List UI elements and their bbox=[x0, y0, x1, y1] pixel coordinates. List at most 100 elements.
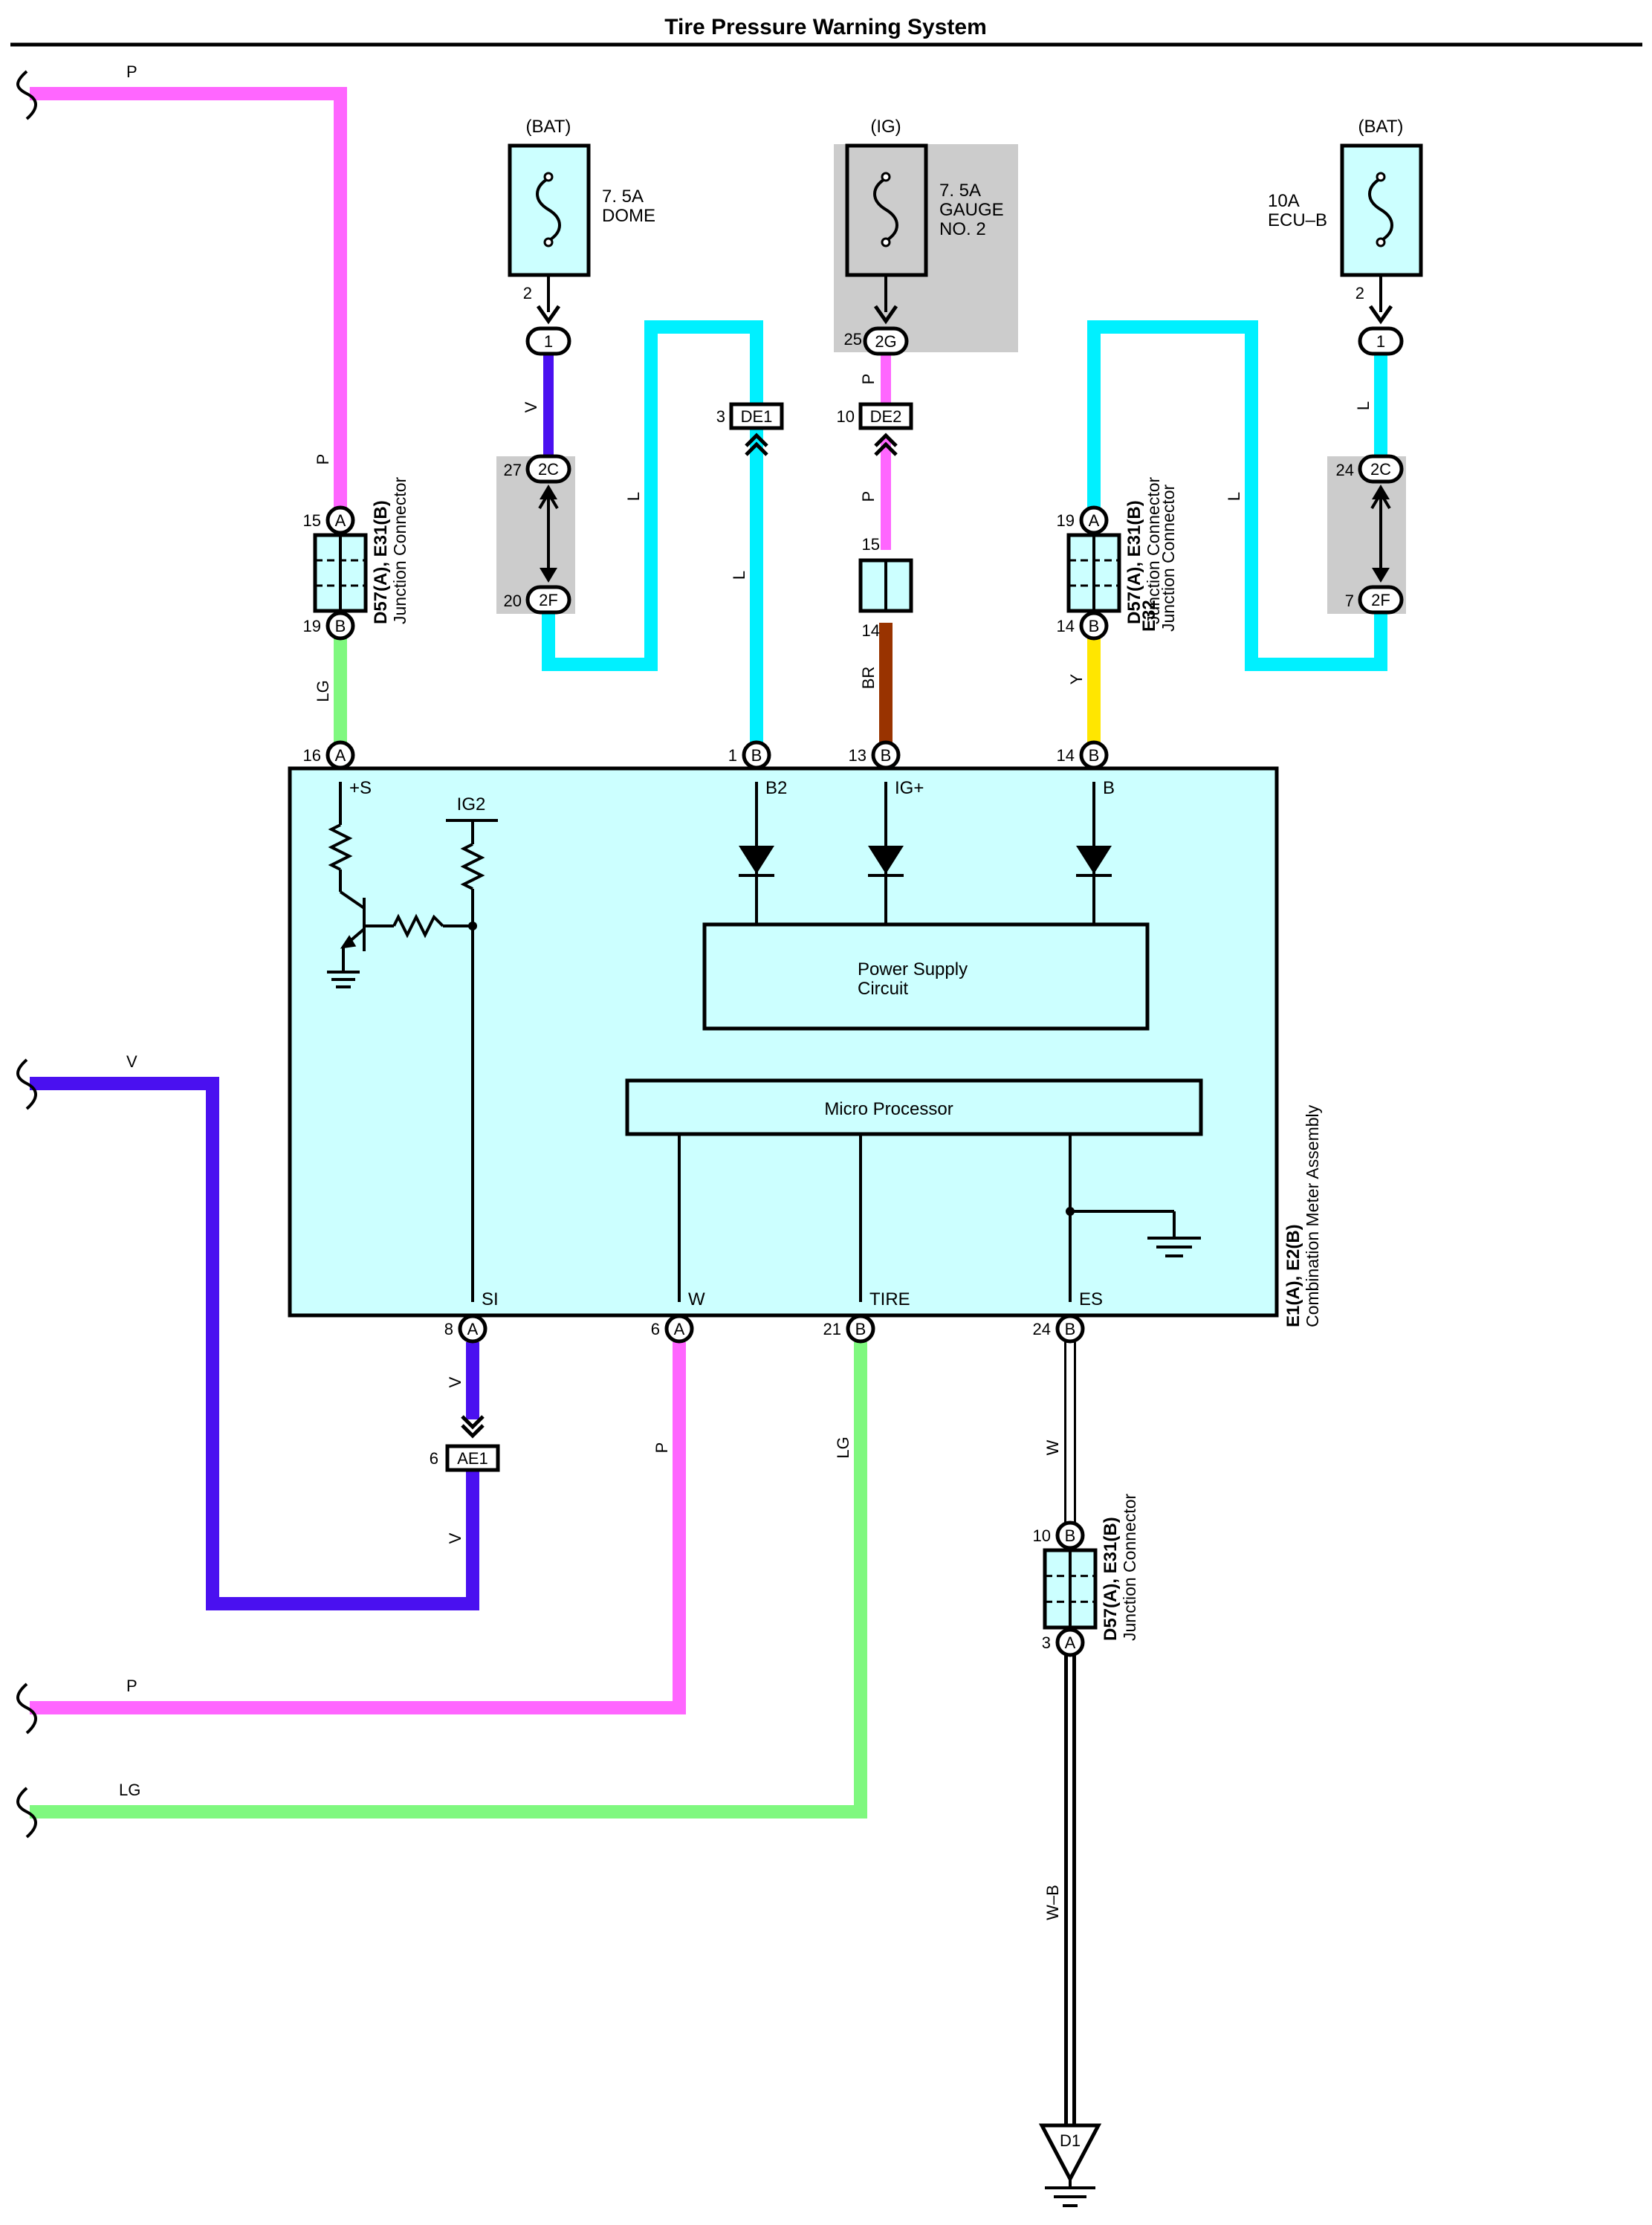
svg-text:P: P bbox=[314, 454, 332, 465]
gauge-conn-pill: 2G bbox=[863, 326, 909, 356]
power-supply-label-1: Power Supply bbox=[858, 959, 968, 979]
fuse-dome bbox=[508, 143, 591, 325]
dome-rating: 7. 5A bbox=[602, 187, 644, 207]
gauge-name: GAUGE bbox=[939, 200, 1004, 220]
wire-label-br: BR bbox=[859, 667, 878, 690]
de2-num: 10 bbox=[837, 407, 855, 426]
e32-side-label: E32 Junction Connector bbox=[1139, 484, 1178, 632]
svg-text:L: L bbox=[624, 492, 643, 501]
wire-label-gauge-p1: P bbox=[859, 374, 878, 385]
svg-text:2G: 2G bbox=[875, 332, 896, 351]
wire-label-left-v: V bbox=[126, 1052, 137, 1071]
combination-meter-box bbox=[288, 766, 1279, 1318]
jc-right-2c-num: 24 bbox=[1336, 461, 1354, 479]
ecu-top-pin-14: B bbox=[1079, 740, 1109, 770]
ig2-label: IG2 bbox=[457, 794, 486, 814]
ecu-bottom-pin-21: B bbox=[846, 1314, 875, 1344]
diagram-title: Tire Pressure Warning System bbox=[664, 15, 987, 39]
junction-bottom-pin-top: B bbox=[1055, 1520, 1085, 1550]
svg-text:AE1: AE1 bbox=[457, 1449, 488, 1468]
wire-label-b2-l: L bbox=[730, 571, 748, 580]
jc-right-2c-2f: 2C 2F bbox=[1358, 454, 1404, 615]
svg-text:B: B bbox=[335, 617, 346, 635]
svg-text:A: A bbox=[674, 1320, 685, 1338]
svg-text:21: 21 bbox=[823, 1320, 841, 1338]
svg-text:1: 1 bbox=[544, 332, 553, 351]
svg-text:B: B bbox=[881, 746, 892, 765]
gauge-rating: 7. 5A bbox=[939, 181, 981, 201]
mp-outputs bbox=[678, 1134, 1201, 1302]
svg-text:A: A bbox=[467, 1320, 479, 1338]
svg-text:A: A bbox=[1089, 511, 1100, 530]
wire-label-top-left-p: P bbox=[126, 62, 137, 81]
svg-text:B: B bbox=[1089, 617, 1100, 635]
svg-text:SI: SI bbox=[482, 1289, 499, 1309]
fuse-ecub bbox=[1340, 143, 1423, 325]
svg-text:BR: BR bbox=[859, 667, 878, 690]
svg-text:14: 14 bbox=[1057, 746, 1075, 765]
transistor-circuit bbox=[327, 782, 498, 1302]
ecub-name: ECU–B bbox=[1268, 210, 1327, 230]
svg-text:A: A bbox=[335, 746, 346, 765]
wire-label-si-v1: V bbox=[446, 1376, 464, 1387]
jc-left-2f-num: 20 bbox=[504, 592, 522, 610]
svg-text:+S: +S bbox=[349, 778, 372, 798]
svg-text:ES: ES bbox=[1079, 1289, 1103, 1309]
jc-left-2c-2f: 2C 2F bbox=[525, 454, 571, 615]
svg-text:14: 14 bbox=[1057, 617, 1075, 635]
svg-text:P: P bbox=[859, 374, 878, 385]
svg-text:V: V bbox=[446, 1376, 464, 1387]
svg-text:B: B bbox=[751, 746, 762, 765]
svg-text:Combination Meter Assembly: Combination Meter Assembly bbox=[1303, 1104, 1322, 1327]
junction-right-pin-bottom: B bbox=[1079, 611, 1109, 641]
svg-text:B2: B2 bbox=[765, 778, 787, 798]
wire-break-symbols bbox=[16, 70, 37, 1839]
svg-text:B: B bbox=[1103, 778, 1115, 798]
ae1-connector: AE1 bbox=[445, 1415, 500, 1472]
svg-text:19: 19 bbox=[303, 617, 321, 635]
wire-l-right bbox=[1087, 320, 1387, 671]
svg-text:W–B: W–B bbox=[1043, 1885, 1062, 1920]
svg-text:IG+: IG+ bbox=[895, 778, 924, 798]
svg-text:B: B bbox=[1065, 1526, 1076, 1545]
wire-label-left-p: P bbox=[314, 454, 332, 465]
wire-p-w bbox=[30, 1342, 686, 1714]
de1-num: 3 bbox=[716, 407, 725, 426]
wire-label-dome-v: V bbox=[522, 401, 540, 412]
gauge-source: (IG) bbox=[870, 117, 901, 137]
junction-left-pin-top: A bbox=[325, 505, 355, 535]
dome-source: (BAT) bbox=[526, 117, 571, 137]
dome-conn-pill: 1 bbox=[525, 326, 571, 356]
ae1-num: 6 bbox=[430, 1449, 438, 1468]
svg-text:2F: 2F bbox=[1371, 591, 1390, 609]
micro-processor bbox=[625, 1078, 1203, 1136]
power-supply-circuit bbox=[702, 922, 1150, 1031]
junction-right-pin-top: A bbox=[1079, 505, 1109, 535]
svg-text:Y: Y bbox=[1067, 673, 1086, 684]
wire-p-top-left bbox=[30, 87, 347, 520]
svg-text:W: W bbox=[1043, 1439, 1062, 1455]
svg-text:W: W bbox=[688, 1289, 705, 1309]
wire-label-ecub-l: L bbox=[1354, 401, 1373, 410]
wire-label-tire-lg: LG bbox=[834, 1437, 852, 1458]
svg-text:L: L bbox=[730, 571, 748, 580]
svg-text:Junction Connector: Junction Connector bbox=[1159, 484, 1178, 632]
wire-label-bottom-p: P bbox=[126, 1677, 137, 1695]
svg-text:2F: 2F bbox=[539, 591, 558, 609]
svg-text:D57(A), E31(B): D57(A), E31(B) bbox=[371, 500, 391, 624]
svg-text:8: 8 bbox=[444, 1320, 453, 1338]
gauge-name-2: NO. 2 bbox=[939, 219, 986, 239]
wire-v-left bbox=[30, 1077, 479, 1610]
svg-text:1: 1 bbox=[728, 746, 737, 765]
micro-processor-label: Micro Processor bbox=[824, 1099, 953, 1119]
wire-label-y: Y bbox=[1067, 673, 1086, 684]
svg-text:2C: 2C bbox=[538, 460, 559, 479]
ecu-bottom-pin-24: B bbox=[1055, 1314, 1085, 1344]
svg-text:D57(A), E31(B): D57(A), E31(B) bbox=[1101, 1517, 1121, 1641]
